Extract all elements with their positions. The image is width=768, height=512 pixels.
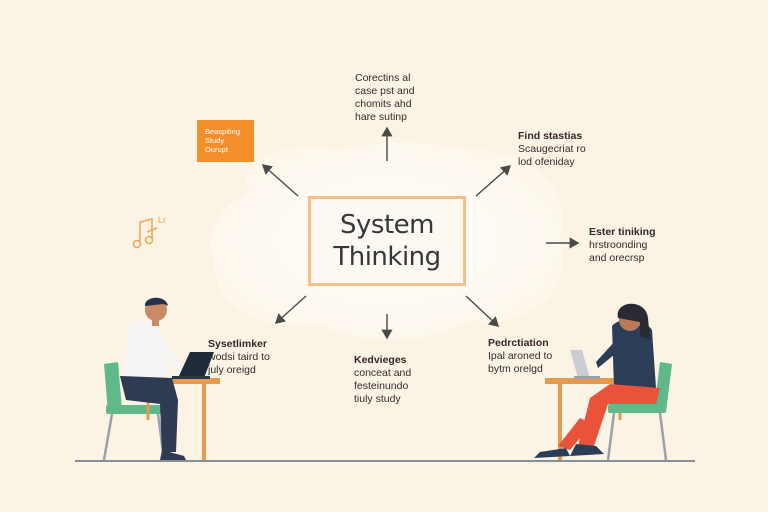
arrow-down-right	[465, 295, 500, 327]
label-top: Corectins al case pst and chomits ahd ha…	[355, 72, 415, 124]
orange-card-line: Study	[205, 136, 225, 145]
label-top-line: hare sutinp	[355, 111, 407, 123]
center-node: System Thinking	[308, 196, 466, 286]
arrow-up-right	[475, 165, 512, 197]
music-label: Lr	[158, 215, 167, 225]
label-line: conceat and	[354, 367, 412, 379]
label-top-line: Corectins al	[355, 72, 411, 84]
label-line: hrstroonding	[589, 239, 648, 251]
label-line: festeinundo	[354, 380, 409, 392]
chair-right	[606, 362, 672, 461]
label-line: wodsi taird to	[208, 351, 270, 363]
label-line: bytm orelgd	[488, 363, 543, 375]
orange-card-line: Beaspiting	[205, 127, 241, 136]
label-line: tiuly study	[354, 393, 401, 405]
label-right: Ester tiniking hrstroonding and orecrsp	[589, 226, 656, 265]
arrow-up-left	[261, 164, 299, 197]
label-top-right: Find stastias Scaugecriat ro lod ofenida…	[518, 130, 586, 169]
label-line: and orecrsp	[589, 252, 645, 264]
man-figure	[120, 297, 186, 460]
label-title: Kedvieges	[354, 354, 407, 366]
laptop-icon	[172, 352, 214, 379]
label-line: Ipal aroned to	[488, 350, 553, 362]
woman-figure	[534, 303, 660, 458]
label-top-line: chomits ahd	[355, 98, 412, 110]
label-title: Sysetlimker	[208, 338, 267, 350]
floor-line	[75, 460, 695, 462]
label-bottom-center: Kedvieges conceat and festeinundo tiuly …	[354, 354, 411, 406]
label-title: Ester tiniking	[589, 226, 656, 238]
label-line: lod ofeniday	[518, 156, 575, 168]
orange-card-line: Ourupt	[205, 145, 228, 154]
label-title: Pedrctiation	[488, 337, 549, 349]
label-line: july oreigd	[208, 364, 256, 376]
label-line: Scaugecriat ro	[518, 143, 586, 155]
label-title: Find stastias	[518, 130, 583, 142]
laptop-icon	[570, 350, 600, 379]
arrow-down-left	[274, 295, 307, 324]
label-bottom-left: Sysetlimker wodsi taird to july oreigd	[208, 338, 270, 377]
label-top-line: case pst and	[355, 85, 415, 97]
orange-note-card: Beaspiting Study Ourupt	[197, 120, 254, 162]
center-title-line1: System	[340, 210, 434, 240]
center-title-line2: Thinking	[333, 242, 441, 272]
label-bottom-right: Pedrctiation Ipal aroned to bytm orelgd	[488, 337, 552, 376]
